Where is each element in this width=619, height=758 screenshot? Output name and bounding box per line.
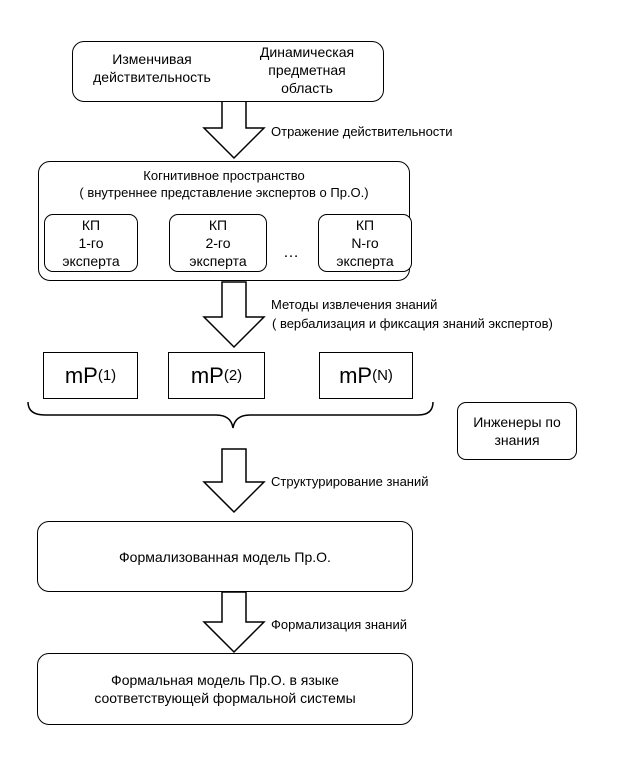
kp-expert-1: КП 1-го эксперта: [44, 214, 138, 272]
arrow-formalization: [202, 591, 266, 654]
arrow-structuring: [202, 448, 266, 514]
domain-label: Динамическая предметная область: [259, 44, 355, 96]
model-label-2: mP: [190, 362, 224, 388]
brace: [27, 401, 434, 429]
ellipsis: …: [283, 244, 299, 261]
arrow-label-extraction-2: ( вербализация и фиксация знаний эксперт…: [272, 316, 553, 331]
cognitive-subtitle: ( внутреннее представление экспертов о П…: [79, 185, 369, 200]
model-box-2: mP(2): [168, 352, 265, 399]
kp-expert-n: КП N-го эксперта: [318, 214, 412, 272]
arrow-label-formalization: Формализация знаний: [271, 617, 407, 632]
arrow-label-extraction-1: Методы извлечения знаний: [271, 297, 438, 312]
reality-box: [72, 41, 384, 102]
model-box-1: mP(1): [43, 352, 138, 399]
model-box-n: mP(N): [319, 352, 413, 399]
reality-label: Изменчивая действительность: [93, 51, 211, 85]
arrow-extraction: [202, 281, 266, 349]
knowledge-engineers-box: Инженеры по знания: [457, 402, 577, 460]
formalized-model-box: Формализованная модель Пр.О.: [37, 521, 413, 592]
arrow-label-structuring: Структурирование знаний: [271, 474, 429, 489]
model-index-1: (1): [97, 367, 117, 384]
arrow-label-reflection: Отражение действительности: [271, 124, 453, 139]
kp-expert-2: КП 2-го эксперта: [169, 214, 267, 272]
model-index-2: (2): [223, 367, 243, 384]
model-index-n: (N): [372, 367, 393, 384]
model-label-1: mP: [64, 362, 98, 388]
arrow-reflection: [202, 100, 266, 160]
model-label-n: mP: [339, 362, 373, 388]
formal-model-box: Формальная модель Пр.О. в языке соответс…: [37, 653, 413, 725]
cognitive-title: Когнитивное пространство: [143, 168, 305, 183]
